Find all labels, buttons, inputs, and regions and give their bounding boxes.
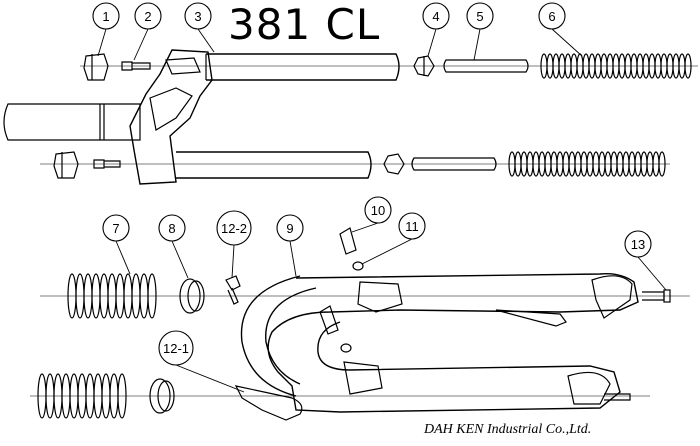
steerer-tube [3,103,141,141]
bolt-shank-lower [104,160,121,168]
callout-label-8: 8 [168,221,175,236]
model-title: 381 CL [228,0,381,49]
callout-label-13: 13 [631,237,645,252]
seal-ring-upper-inner [187,280,205,312]
callout-circle-11 [398,212,426,240]
callout-label-1: 1 [102,9,109,24]
callout-circle-12-1 [158,330,194,366]
spring-upper [540,53,692,79]
callout-label-10: 10 [371,203,385,218]
leg-rib [495,309,567,327]
callout-leader-12-2 [231,244,235,279]
callout-leader-4 [427,28,437,57]
callout-label-12-1: 12-1 [163,341,189,356]
stanchion-upper [206,53,400,81]
callout-leader-6 [551,28,583,57]
callout-label-9: 9 [286,221,293,236]
spring-coil [658,151,666,177]
callout-circle-6 [538,2,566,30]
pivot-bolt-10-lower [319,305,339,335]
bolt-head-upper [121,61,133,71]
callout-label-7: 7 [112,221,119,236]
top-cap-nut-lower [53,151,79,179]
dropout-lower [567,371,611,405]
stanchion-lower [176,151,372,179]
bolt-head-lower [93,159,105,169]
seal-nut-lower [383,153,405,175]
boot-fold [147,273,157,319]
callout-circle-7 [102,214,130,242]
callout-leader-11 [361,238,413,265]
bolt-shank-upper [132,62,151,70]
callout-leader-2 [133,28,149,61]
manufacturer-credit: DAH KEN Industrial Co.,Ltd. [424,422,592,437]
brake-boss-upper [357,281,403,313]
callout-leader-12-1 [175,364,245,393]
boot-fold [117,373,127,419]
callout-leader-1 [97,28,107,57]
callout-label-2: 2 [144,9,151,24]
washer-11 [352,261,364,271]
callout-label-4: 4 [432,9,439,24]
lower-assembly [30,227,690,421]
callout-leader-5 [473,28,481,61]
callout-label-12-2: 12-2 [221,221,247,236]
spring-lower [508,151,666,177]
seal-ring-lower-inner [157,380,175,412]
spacer-tube-lower [411,157,497,171]
bolt-12-2-head [225,275,241,291]
dust-boot-upper [67,273,157,319]
callout-leader-9 [289,240,297,277]
spring-coil [684,53,692,79]
bracket-12-1 [234,385,303,421]
upper-assembly [3,49,698,185]
callout-leader-3 [197,28,215,53]
callout-circle-4 [422,2,450,30]
brace-arch-inner [265,287,317,385]
callout-circle-12-2 [216,210,252,246]
callout-leader-13 [637,256,667,291]
brace-arch-outer [240,275,301,397]
callout-circle-10 [364,196,392,224]
callout-leader-8 [171,240,189,279]
callout-leader-7 [115,240,131,275]
washer-11-lower [340,343,352,353]
dust-boot-lower [37,373,127,419]
seal-ring-lower [149,378,171,414]
callout-layer: 1 2 3 4 5 6 7 8 12-2 9 10 11 13 12-1 [92,2,667,393]
crown-web [149,87,193,131]
pivot-bolt-10 [339,227,357,255]
callout-circle-13 [624,230,652,258]
callout-circle-5 [466,2,494,30]
brake-boss-lower [343,361,383,395]
top-cap-nut-upper [83,53,109,81]
spacer-tube-upper [443,59,529,73]
seal-ring-upper [179,278,201,314]
axle-bolt-13-head [663,289,671,303]
lower-leg-casting [267,272,639,413]
axle-bolt-13-lower [604,393,631,401]
bolt-12-2-shank [227,287,239,305]
callout-label-11: 11 [405,219,419,234]
callout-label-5: 5 [476,9,483,24]
callout-circle-1 [92,2,120,30]
callout-circle-3 [184,2,212,30]
crown-upper-boss [165,57,201,75]
callout-circle-8 [158,214,186,242]
callout-label-6: 6 [548,9,555,24]
callout-label-3: 3 [194,9,201,24]
dropout-upper [591,275,633,319]
callout-circle-2 [134,2,162,30]
callout-leader-10 [351,222,379,233]
callout-circle-9 [276,214,304,242]
